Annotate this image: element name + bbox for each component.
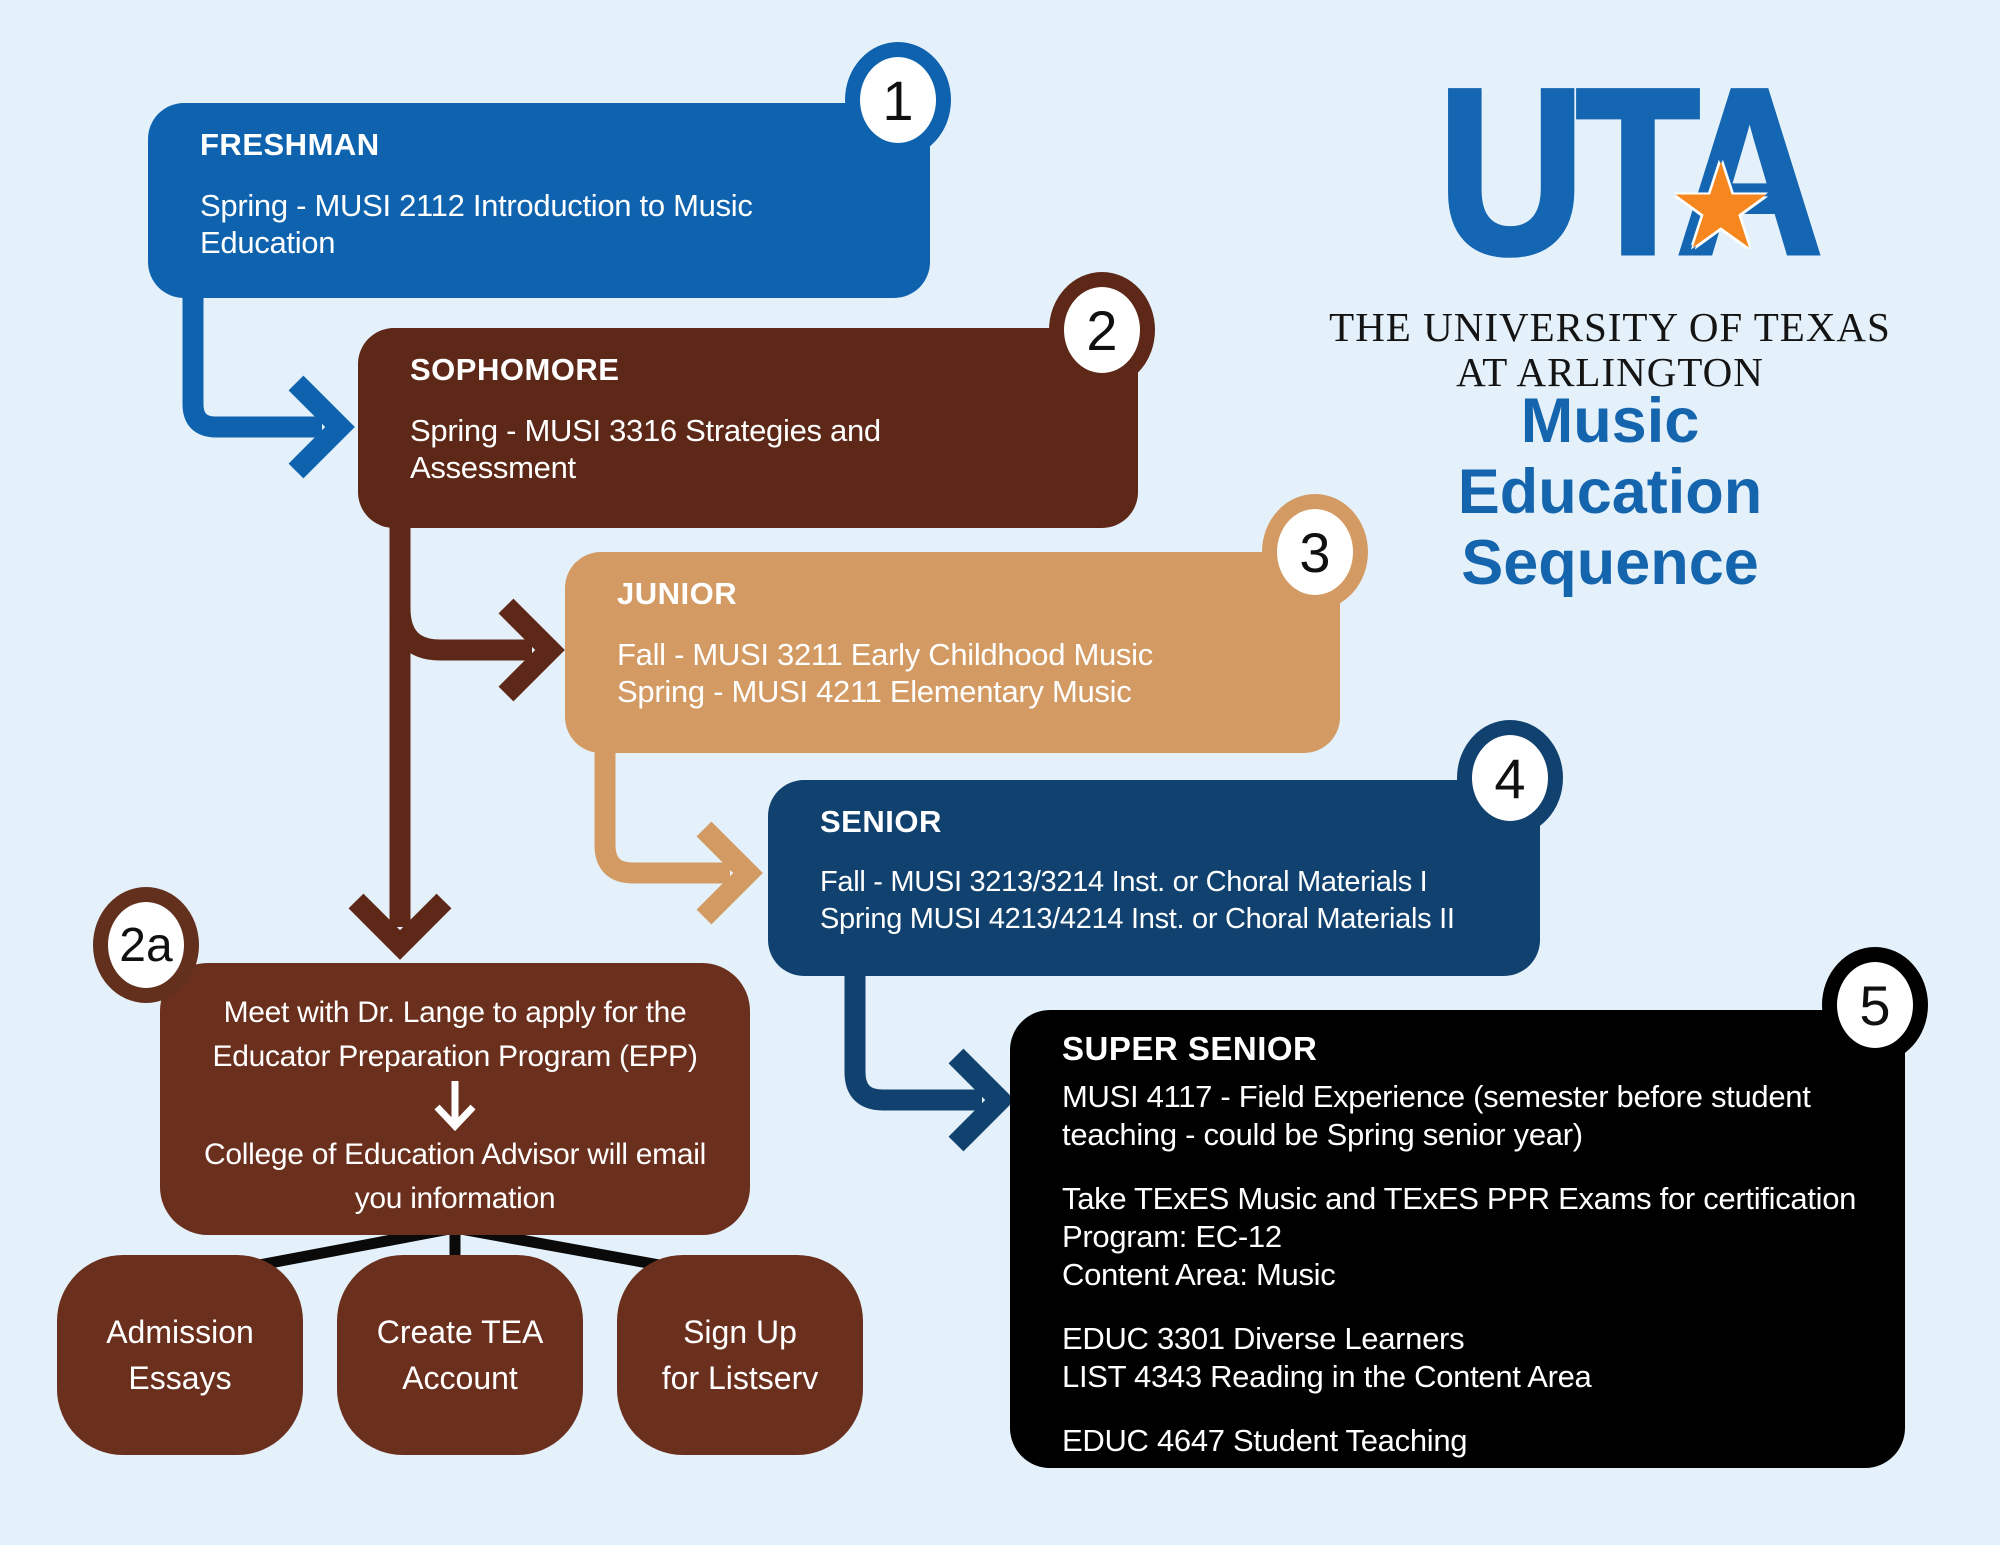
freshman-courses: Spring - MUSI 2112 Introduction to Music… [200, 188, 753, 260]
arrow-sophomore-to-junior [389, 607, 532, 661]
arrow-sophomore-to-epp [348, 524, 565, 960]
epp-apply-text: Meet with Dr. Lange to apply for the Edu… [212, 996, 698, 1073]
step-badge-3: 3 [1262, 494, 1368, 610]
step-badge-4: 4 [1457, 720, 1563, 836]
epp-box: Meet with Dr. Lange to apply for the Edu… [160, 963, 750, 1235]
junior-box: JUNIOR Fall - MUSI 3211 Early Childhood … [565, 552, 1340, 753]
junior-courses: Fall - MUSI 3211 Early Childhood Music S… [617, 637, 1153, 709]
task-sign-up-listserv: Sign Up for Listserv [617, 1255, 863, 1455]
senior-box: SENIOR Fall - MUSI 3213/3214 Inst. or Ch… [768, 780, 1540, 976]
task-admission-essays: Admission Essays [57, 1255, 303, 1455]
institution-name-line1: THE UNIVERSITY OF TEXAS [1329, 304, 1891, 350]
senior-courses: Fall - MUSI 3213/3214 Inst. or Choral Ma… [820, 866, 1455, 935]
freshman-box: FRESHMAN Spring - MUSI 2112 Introduction… [148, 103, 930, 298]
step-badge-5: 5 [1822, 947, 1928, 1063]
uta-logo: UTA [1436, 40, 1825, 304]
page-title: Music Education Sequence [1457, 386, 1763, 598]
arrow-freshman-to-sophomore [182, 290, 355, 479]
arrow-senior-to-supersenior [844, 972, 1015, 1152]
super-senior-certification: Take TExES Music and TExES PPR Exams for… [1062, 1181, 1857, 1292]
down-arrow-icon [434, 1081, 476, 1132]
junior-title: JUNIOR [617, 576, 738, 611]
sophomore-title: SOPHOMORE [410, 352, 620, 387]
super-senior-field-experience: MUSI 4117 - Field Experience (semester b… [1062, 1079, 1811, 1152]
sophomore-box: SOPHOMORE Spring - MUSI 3316 Strategies … [358, 328, 1138, 528]
step-badge-1: 1 [845, 42, 951, 158]
epp-advisor-text: College of Education Advisor will email … [204, 1138, 706, 1215]
super-senior-box: SUPER SENIOR MUSI 4117 - Field Experienc… [1010, 1010, 1905, 1468]
freshman-title: FRESHMAN [200, 127, 380, 162]
arrow-junior-to-senior [594, 749, 763, 925]
super-senior-title: SUPER SENIOR [1062, 1030, 1318, 1067]
super-senior-educ-courses: EDUC 3301 Diverse Learners LIST 4343 Rea… [1062, 1321, 1592, 1394]
sophomore-courses: Spring - MUSI 3316 Strategies and Assess… [410, 413, 881, 485]
institution-name-line2: AT ARLINGTON [1456, 349, 1764, 395]
task-create-tea-account: Create TEA Account [337, 1255, 583, 1455]
uta-star-icon: ★ [1668, 141, 1774, 273]
step-badge-2a: 2a [93, 887, 199, 1003]
senior-title: SENIOR [820, 804, 942, 839]
super-senior-student-teaching: EDUC 4647 Student Teaching [1062, 1423, 1468, 1458]
step-badge-2: 2 [1049, 272, 1155, 388]
